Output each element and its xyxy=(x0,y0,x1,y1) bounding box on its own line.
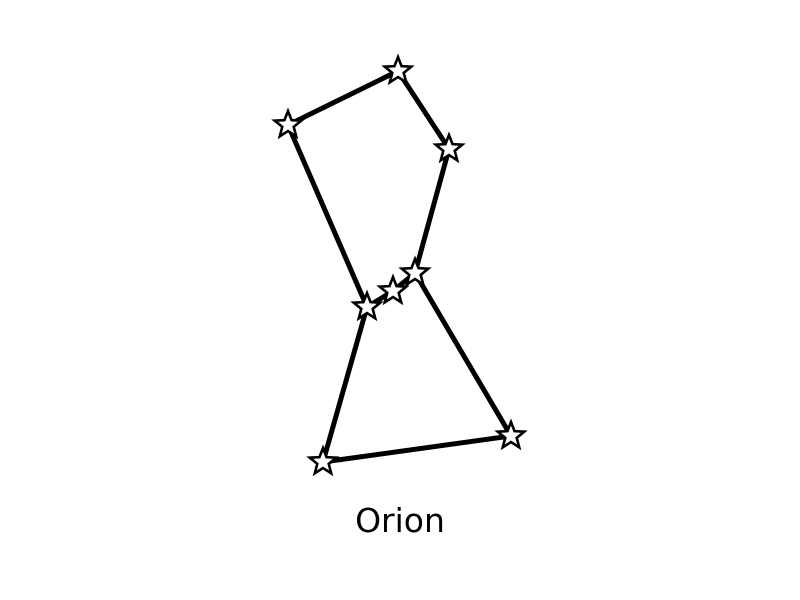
connection-line-star-8-star-6 xyxy=(412,270,514,439)
connection-lines xyxy=(285,68,514,465)
star-6-star-icon xyxy=(398,255,432,288)
connection-line-star-1-star-4 xyxy=(285,122,370,310)
star-2-star-icon xyxy=(381,53,415,86)
connection-line-star-3-star-6 xyxy=(412,146,452,276)
star-markers xyxy=(271,53,528,477)
connection-line-star-1-star-2 xyxy=(285,68,401,128)
connection-line-star-4-star-7 xyxy=(320,304,370,465)
star-4-star-icon xyxy=(350,289,384,322)
star-8-star-icon xyxy=(494,418,528,451)
star-5-star-icon xyxy=(376,273,410,306)
constellation-title: Orion xyxy=(355,501,445,540)
connection-line-star-7-star-8 xyxy=(320,433,514,465)
star-3-star-icon xyxy=(432,131,466,164)
star-1-star-icon xyxy=(271,107,305,140)
star-7-star-icon xyxy=(306,444,340,477)
